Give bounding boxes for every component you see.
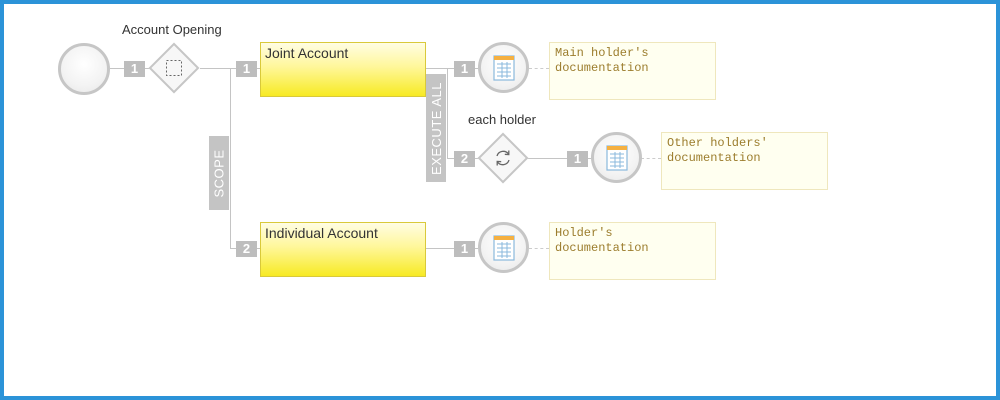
note-other-holders: Other holders' documentation [661,132,828,190]
association-other-note [641,158,661,159]
association-main-note [529,68,549,69]
branch-number: 1 [454,241,475,257]
connector-scope-vertical [230,68,231,248]
association-holder-note [529,248,549,249]
task-joint-account[interactable]: Joint Account [260,42,426,97]
scope-label-text: SCOPE [211,148,227,198]
document-event-other[interactable] [591,132,642,183]
connector-loop-otherdoc [525,158,591,159]
task-individual-account[interactable]: Individual Account [260,222,426,277]
scope-label: SCOPE [209,136,229,210]
loop-label: each holder [468,112,536,127]
branch-number: 1 [236,61,257,77]
branch-number: 1 [454,61,475,77]
branch-number: 1 [124,61,145,77]
document-icon [492,54,515,81]
start-event[interactable] [58,43,110,95]
document-icon [605,144,628,171]
document-event-holder[interactable] [478,222,529,273]
note-holder: Holder's documentation [549,222,716,280]
connector-execute-vertical [447,68,448,158]
loop-icon [485,140,521,176]
document-icon [492,234,515,261]
connector-individual-holderdoc [426,248,478,249]
subprocess-gateway-icon [156,50,192,86]
branch-number: 1 [567,151,588,167]
branch-number: 2 [454,151,475,167]
connector-joint-maindoc [426,68,478,69]
document-event-main[interactable] [478,42,529,93]
execute-all-label: EXECUTE ALL [426,74,446,182]
note-main-holder: Main holder's documentation [549,42,716,100]
gateway-title: Account Opening [122,22,222,37]
execute-all-label-text: EXECUTE ALL [428,81,444,175]
branch-number: 2 [236,241,257,257]
